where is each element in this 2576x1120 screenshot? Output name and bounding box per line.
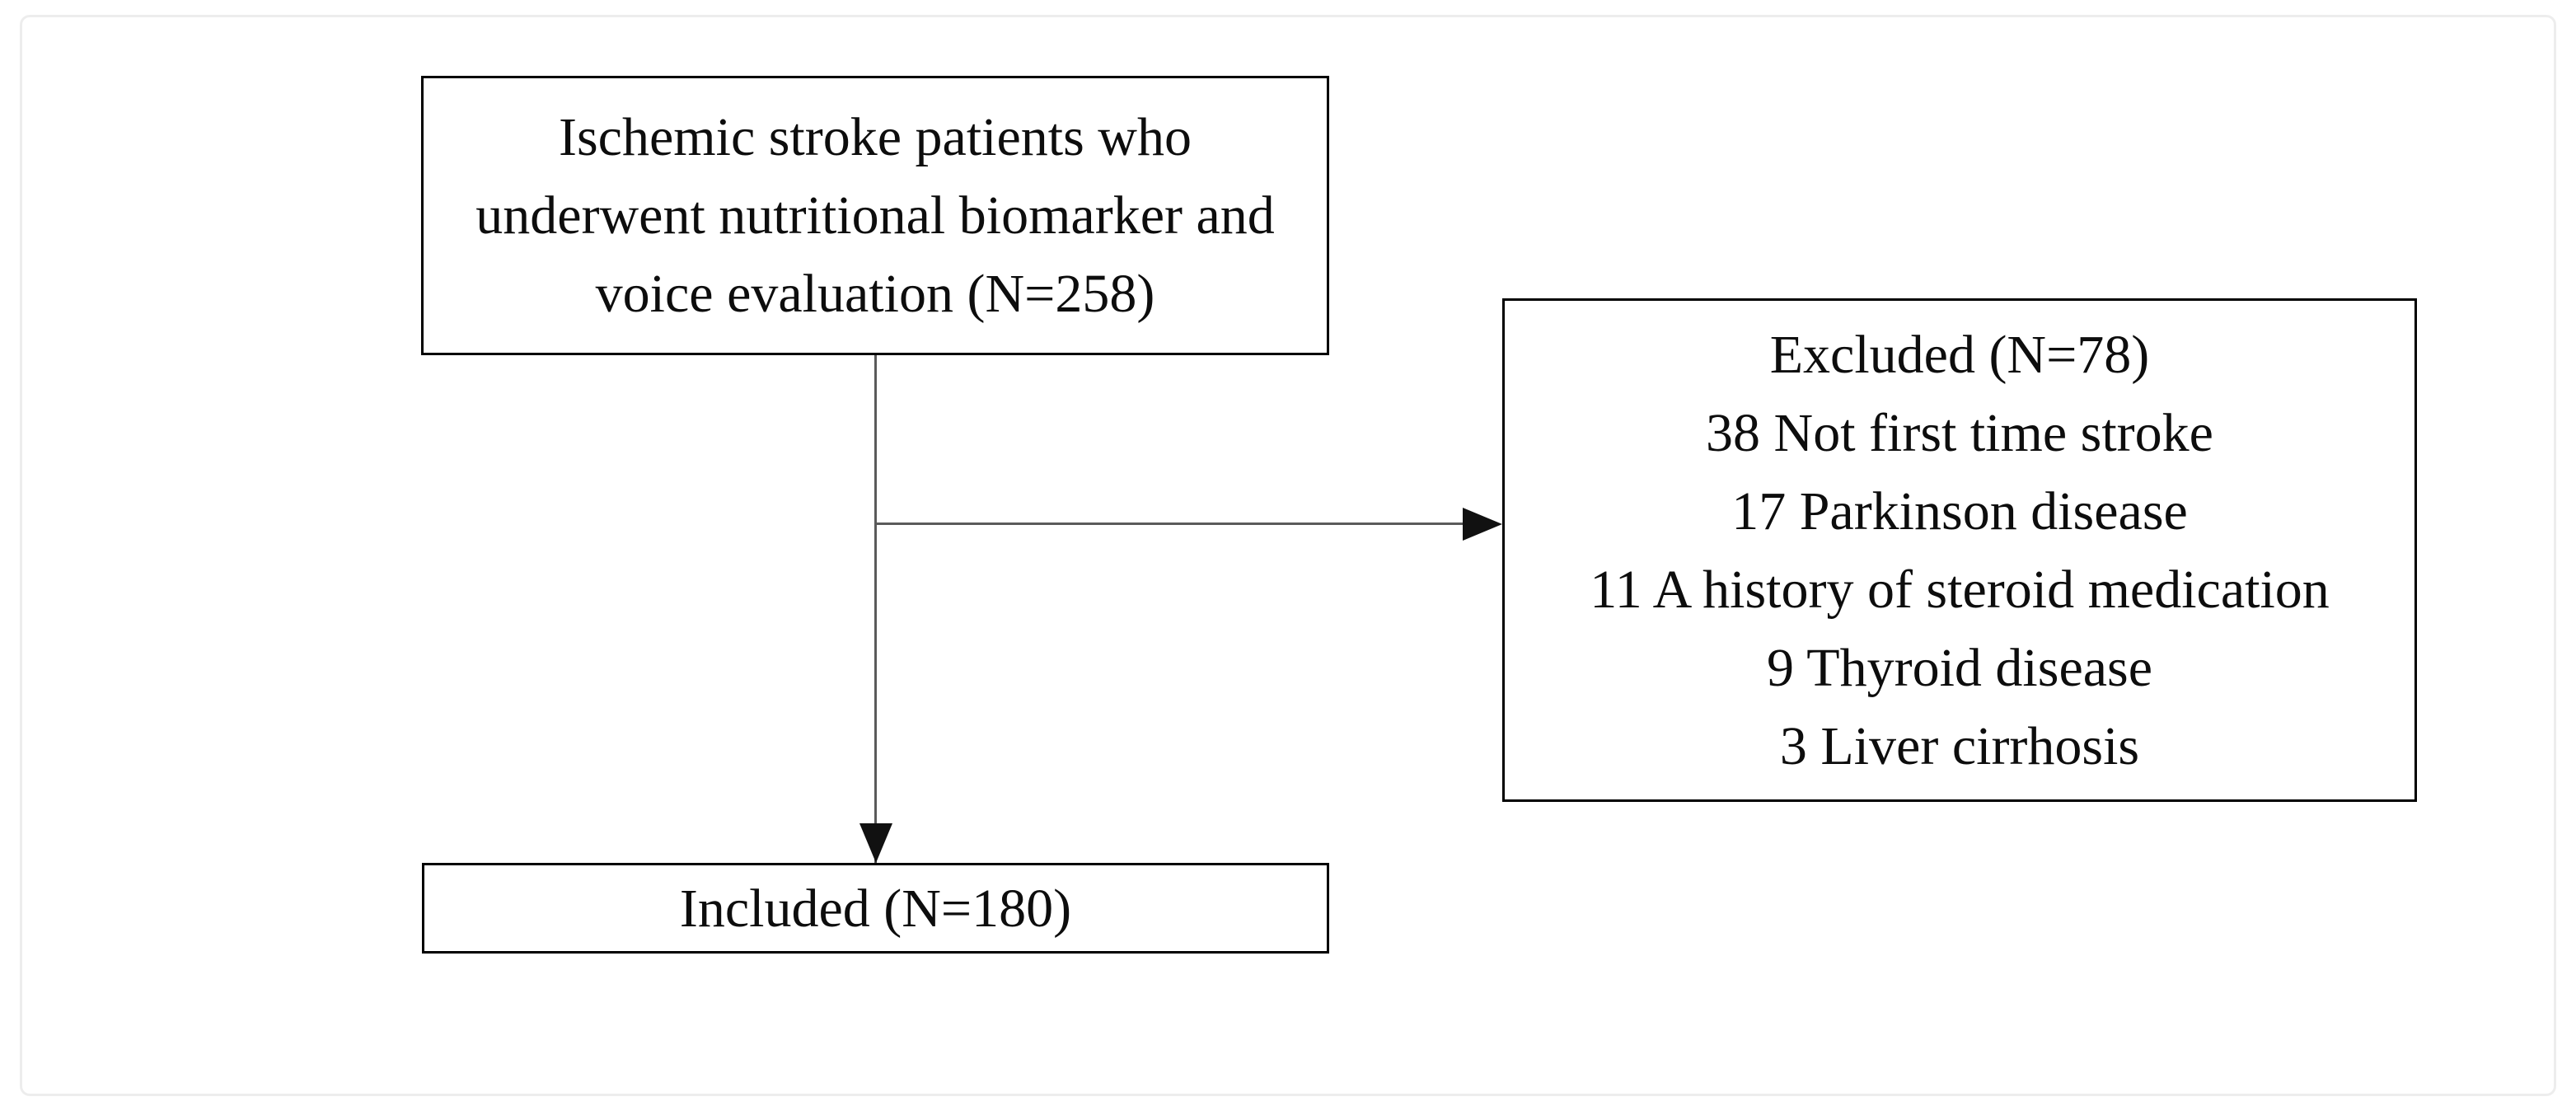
excluded-reason-steroid-medication: 11 A history of steroid medication: [1590, 559, 2330, 620]
vertical-connector-line: [874, 355, 877, 863]
excluded-title: Excluded (N=78): [1769, 324, 2150, 385]
excluded-reason-parkinson-disease: 17 Parkinson disease: [1731, 480, 2188, 541]
excluded-reason-thyroid-disease: 9 Thyroid disease: [1766, 637, 2153, 698]
excluded-reason-not-first-time-stroke: 38 Not first time stroke: [1706, 402, 2213, 463]
enrollment-line-2: underwent nutritional biomarker and: [475, 185, 1275, 246]
enrollment-line-3: voice evaluation (N=258): [595, 264, 1155, 324]
excluded-reason-liver-cirrhosis: 3 Liver cirrhosis: [1779, 715, 2140, 776]
down-arrowhead-icon: [859, 823, 892, 863]
horizontal-connector-line: [875, 523, 1486, 525]
right-arrowhead-icon: [1463, 508, 1502, 541]
excluded-box: Excluded (N=78) 38 Not first time stroke…: [1502, 298, 2417, 802]
enrollment-box: Ischemic stroke patients who underwent n…: [421, 76, 1329, 355]
included-box: Included (N=180): [422, 863, 1329, 954]
enrollment-line-1: Ischemic stroke patients who: [559, 107, 1192, 167]
included-label: Included (N=180): [679, 878, 1072, 939]
